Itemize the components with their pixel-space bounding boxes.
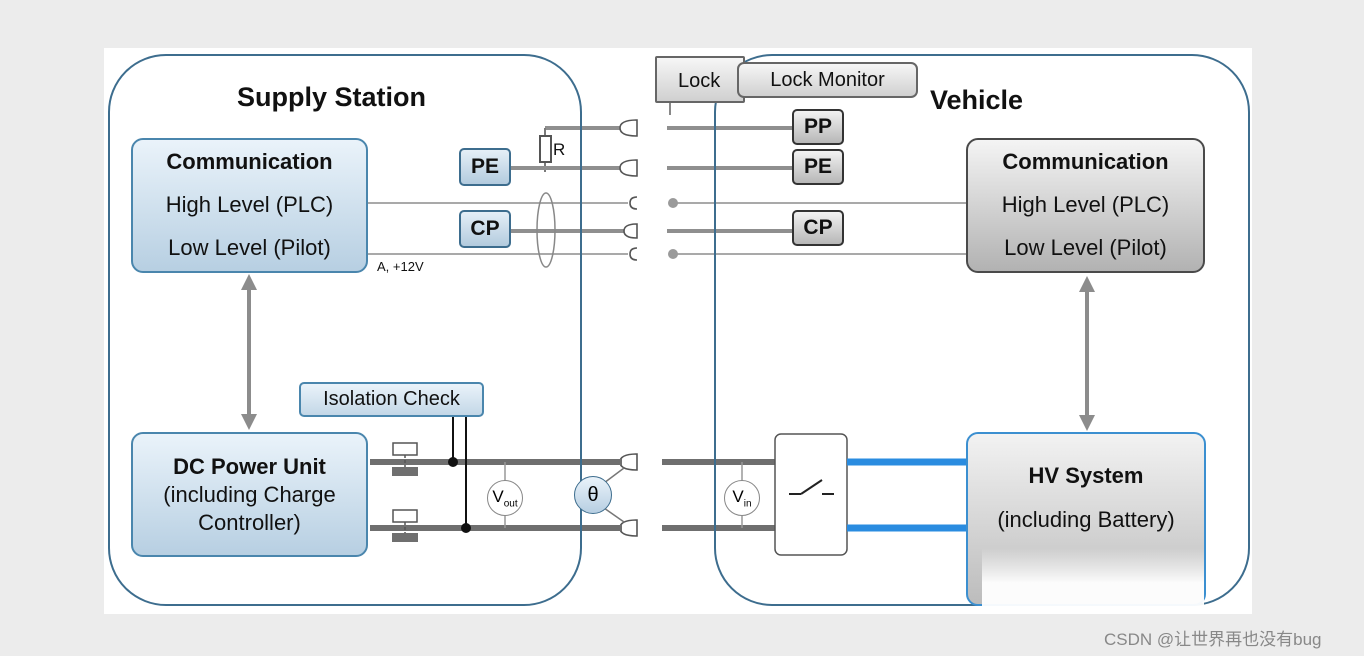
supply-communication-box: Communication High Level (PLC) Low Level…	[131, 138, 368, 273]
watermark: CSDN @让世界再也没有bug	[1104, 630, 1322, 649]
vout-sub: out	[503, 498, 518, 510]
supply-pe-pin: PE	[459, 148, 511, 186]
lock-monitor-tag: Lock Monitor	[737, 62, 918, 98]
contactor-plus	[392, 442, 418, 476]
vehicle-communication-title: Communication	[1002, 149, 1169, 174]
vin-sub: in	[743, 498, 752, 510]
comm-power-arrow-supply	[241, 274, 257, 430]
switch-symbol	[789, 479, 834, 495]
vehicle-pp-pin: PP	[792, 109, 844, 145]
voltage-label: A, +12V	[377, 259, 424, 274]
vehicle-low-level-label: Low Level (Pilot)	[1004, 235, 1167, 260]
vehicle-pe-pin: PE	[792, 149, 844, 185]
connector-caps-supply	[619, 119, 638, 537]
supply-communication-title: Communication	[166, 149, 333, 174]
dc-power-unit-line3: Controller)	[198, 509, 301, 535]
hv-system-fade	[982, 548, 1204, 606]
iso-node-minus	[461, 523, 471, 533]
diagram-canvas: Supply Station Vehicle Communication Hig…	[104, 48, 1252, 614]
vin-main: V	[732, 486, 744, 506]
resistor-symbol	[539, 135, 552, 163]
theta-lead-bottom	[603, 507, 625, 523]
dc-power-unit-box: DC Power Unit (including Charge Controll…	[131, 432, 368, 557]
lock-tag: Lock	[655, 56, 745, 103]
supply-station-title: Supply Station	[237, 82, 426, 112]
cable-shield	[536, 192, 556, 268]
vin-meter-icon: Vin	[724, 480, 760, 516]
dc-power-unit-line2: (including Charge	[163, 481, 336, 507]
vehicle-high-level-label: High Level (PLC)	[1001, 192, 1170, 217]
vout-main: V	[492, 486, 504, 506]
theta-lead-top	[603, 467, 625, 484]
plc-contact-dot	[668, 198, 678, 208]
vehicle-communication-box: Communication High Level (PLC) Low Level…	[966, 138, 1205, 273]
vout-meter-icon: Vout	[487, 480, 523, 516]
vehicle-title: Vehicle	[930, 85, 1024, 115]
resistor-label: R	[553, 140, 566, 159]
iso-node-plus	[448, 457, 458, 467]
supply-cp-pin: CP	[459, 210, 511, 248]
comm-hv-arrow-vehicle	[1079, 276, 1095, 431]
vehicle-switch-box	[774, 433, 848, 556]
theta-meter-icon: θ	[574, 476, 612, 514]
isolation-check-tag: Isolation Check	[299, 382, 484, 417]
pilot-contact-dot	[668, 249, 678, 259]
hv-system-subtitle: (including Battery)	[997, 507, 1175, 532]
connector-cups-supply	[629, 196, 638, 261]
dc-power-unit-title: DC Power Unit	[173, 453, 326, 479]
wiring-layer	[241, 100, 1095, 556]
supply-high-level-label: High Level (PLC)	[165, 192, 334, 217]
contactor-minus	[392, 509, 418, 542]
theta-symbol: θ	[587, 483, 599, 506]
supply-low-level-label: Low Level (Pilot)	[168, 235, 331, 260]
hv-system-title: HV System	[1028, 463, 1144, 488]
supply-station-region	[108, 54, 582, 606]
vehicle-cp-pin: CP	[792, 210, 844, 246]
